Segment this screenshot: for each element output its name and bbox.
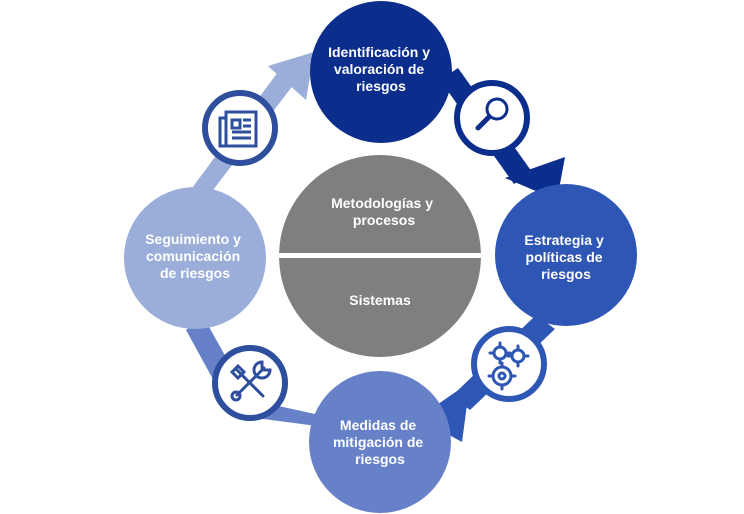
node-circle: [309, 371, 451, 513]
svg-text:Seguimiento y comunicaci: Seguimiento y comunicación de riesgos: [145, 231, 245, 281]
node-label-line: valoración de: [334, 61, 424, 77]
tools-icon: [229, 360, 272, 402]
node-label-line: riesgos: [355, 451, 405, 467]
icon-node-gears: [471, 326, 547, 402]
center-top-label-line: procesos: [353, 212, 415, 228]
arrow-head: [268, 52, 314, 100]
node-circle: [310, 1, 452, 143]
icon-node-magnifier: [454, 80, 530, 156]
icon-circle: [471, 326, 547, 402]
center-bottom-half: [279, 258, 481, 357]
node-label-line: Identificación y: [328, 44, 430, 60]
svg-text:Medidas de mitigación de: Medidas de mitigación de riesgos: [333, 417, 427, 467]
node-label-line: riesgos: [541, 266, 591, 282]
node-estrategia: Estrategia y políticas de riesgos: [495, 184, 637, 326]
node-seguimiento: Seguimiento y comunicación de riesgos: [124, 187, 266, 329]
svg-text:Sistemas: Sistemas: [349, 292, 411, 308]
node-circle: [124, 187, 266, 329]
node-label-line: comunicación: [146, 248, 240, 264]
node-identificacion: Identificación y valoración de riesgos: [310, 1, 452, 143]
node-label-line: Estrategia y: [524, 232, 604, 248]
svg-text:Metodologías y procesos: Metodologías y procesos: [331, 195, 437, 228]
svg-text:Estrategia y políticas d: Estrategia y políticas de riesgos: [524, 232, 607, 282]
node-medidas: Medidas de mitigación de riesgos: [309, 371, 451, 513]
node-label-line: mitigación de: [333, 434, 423, 450]
icon-node-document: [202, 90, 278, 166]
magnifier-icon: [475, 97, 509, 131]
node-circle: [495, 184, 637, 326]
center-bottom-label: Sistemas: [349, 292, 411, 308]
icon-node-tools: [212, 345, 288, 421]
document-icon: [218, 110, 258, 148]
node-label-line: Medidas de: [340, 417, 416, 433]
node-label-line: Seguimiento y: [145, 231, 241, 247]
center-top-half: [279, 155, 481, 253]
node-label-line: políticas de: [526, 249, 603, 265]
node-label-line: de riesgos: [160, 265, 230, 281]
center-circle: Metodologías y procesos Sistemas: [279, 155, 481, 357]
svg-text:Identificación y valorac: Identificación y valoración de riesgos: [328, 44, 434, 94]
center-top-label-line: Metodologías y: [331, 195, 433, 211]
gears-icon: [487, 341, 530, 391]
node-label-line: riesgos: [356, 78, 406, 94]
